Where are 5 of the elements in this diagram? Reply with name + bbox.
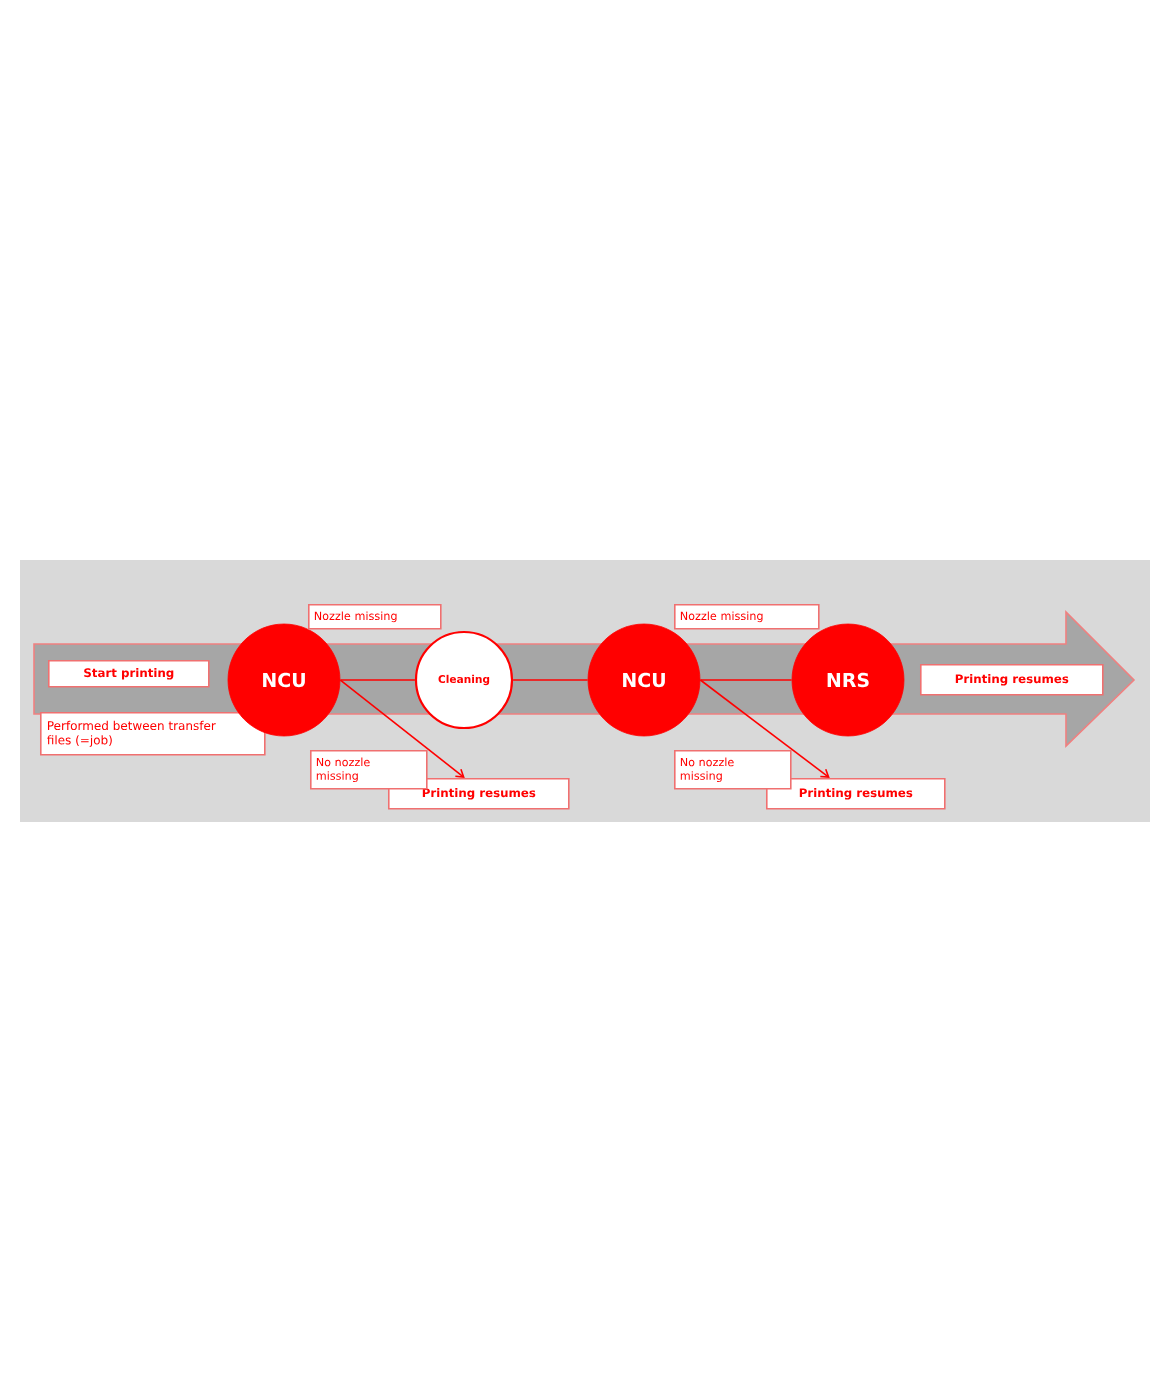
connector-line	[339, 679, 416, 681]
arrow	[699, 679, 830, 778]
arrow	[339, 679, 465, 778]
connector-line	[512, 679, 589, 681]
connector-line	[699, 679, 793, 681]
